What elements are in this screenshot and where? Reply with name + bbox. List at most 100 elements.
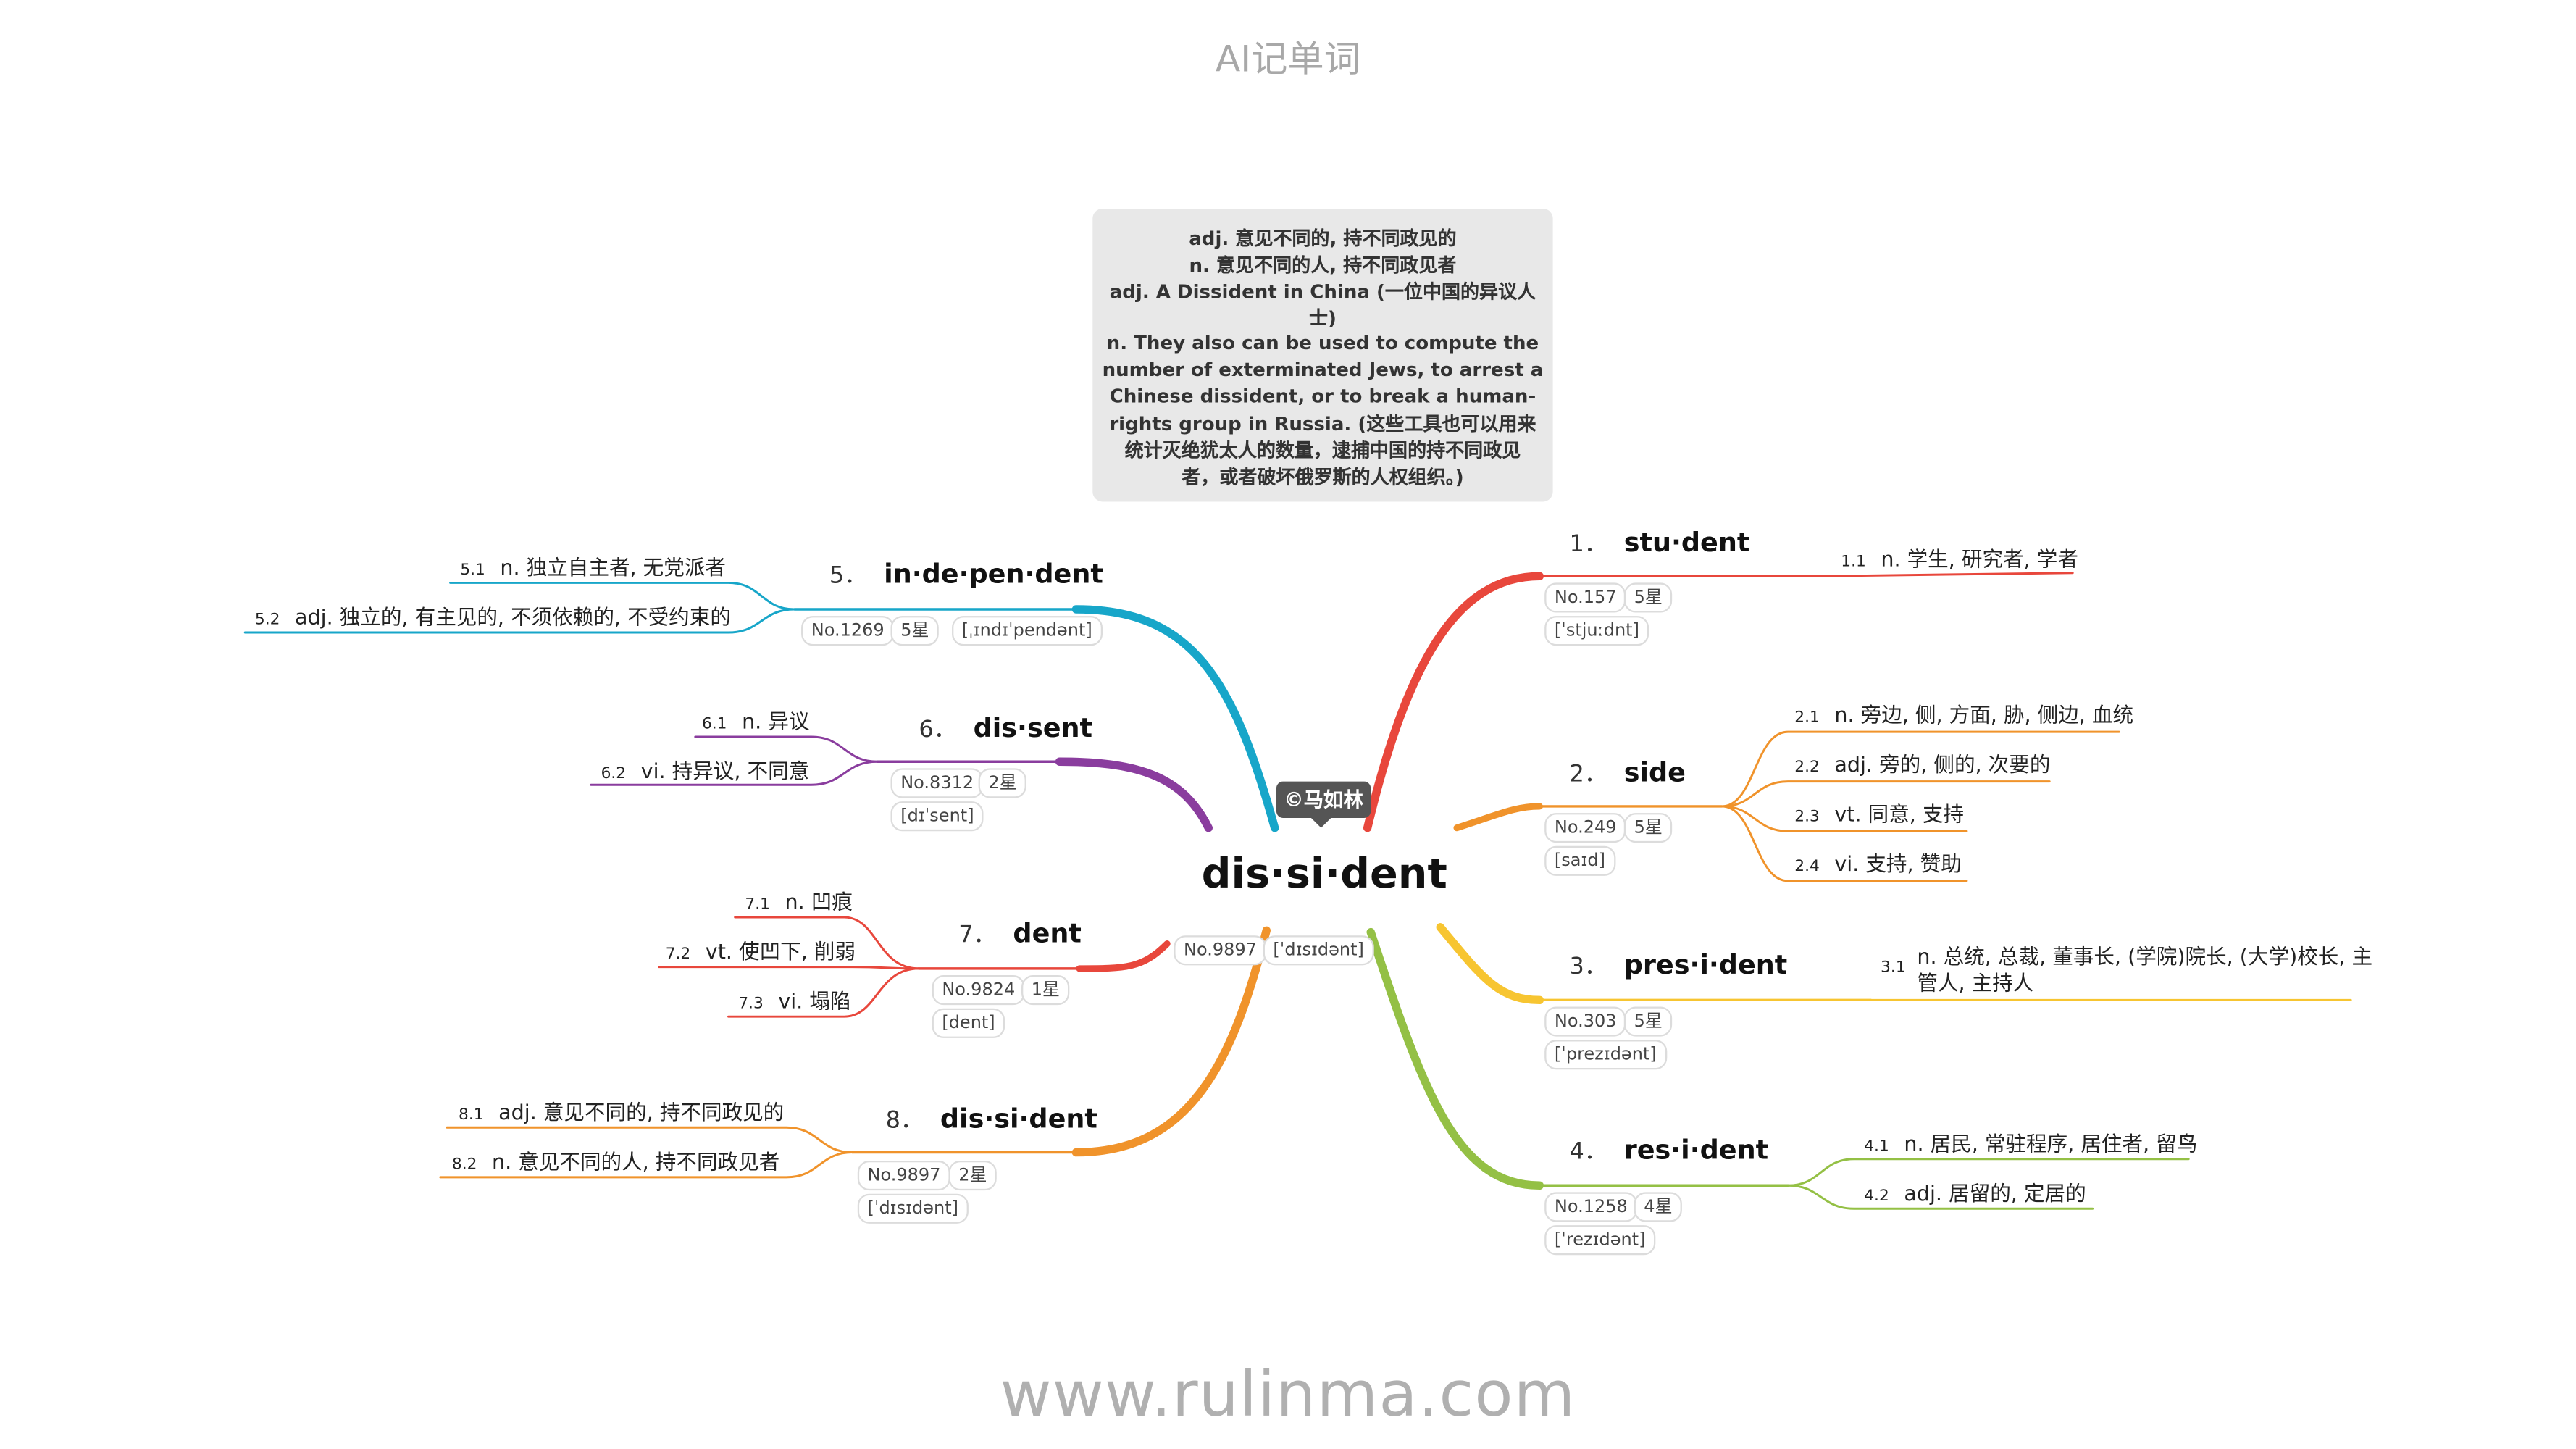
stars-tag: 2星 [978,768,1027,798]
rank-tag: No.9824 [932,975,1025,1006]
definition-line [727,967,920,1018]
phonetic-tag: [ˈstjuːdnt] [1544,616,1649,646]
node-number: 6． [919,717,957,744]
node-word: stu·dent [1623,526,1750,559]
node-word: dis·si·dent [940,1103,1097,1135]
rank-tag: No.249 [1544,813,1627,843]
definition-line [590,760,879,786]
node-number: 4． [1569,1139,1607,1166]
definition-line [449,581,796,611]
definition-text: 管人, 主持人 [1917,970,2034,995]
definition-line [1720,780,2051,808]
definition-text: n. 总统, 总裁, 董事长, (学院)院长, (大学)校长, 主 [1917,943,2373,969]
note-line: adj. A Dissident in China (一位中国的异议人 [1109,280,1536,304]
definition-line [1786,1184,2094,1210]
note-line: 者，或者破坏俄罗斯的人权组织。) [1182,465,1464,489]
phonetic-tag: [ˈprezɪdənt] [1544,1040,1667,1070]
stars-tag: 2星 [948,1160,998,1191]
center-word[interactable]: dis·si·dent [1201,849,1447,898]
node-dent[interactable]: 7．dent [958,917,1082,951]
definition-line [243,608,796,634]
phonetic-tag: [ˈrezɪdənt] [1544,1225,1656,1256]
footer-url: www.rulinma.com [1000,1357,1576,1431]
stars-tag: 1星 [1021,975,1070,1006]
rank-tag: No.9897 [857,1160,951,1191]
definition-line [1720,730,2120,808]
node-dissident[interactable]: 8． dis·si·dent [886,1103,1097,1136]
rank-tag: No.1269 [801,616,895,646]
rank-tag: No.303 [1544,1006,1627,1037]
branch-line-2 [1453,803,1543,832]
watermark-pointer [1310,817,1331,828]
branch-line-1 [1363,572,1544,832]
app-title: AI记单词 [1215,39,1360,81]
node-word: side [1623,756,1686,788]
watermark-badge: ©马如林 [1276,781,1371,818]
note-line: adj. 意见不同的, 持不同政见的 [1189,227,1457,251]
branch-line-3 [1436,923,1544,1005]
note-line: number of exterminated Jews, to arrest a [1102,357,1544,381]
node-dissent[interactable]: 6． dis·sent [919,712,1092,746]
rank-tag: No.1258 [1544,1192,1638,1222]
definition-line [1786,1158,2190,1187]
note-line: n. 意见不同的人, 持不同政见者 [1189,253,1457,277]
node-number: 8． [885,1107,924,1135]
note-line: Chinese dissident, or to break a human- [1109,384,1536,408]
node-number: 7． [958,922,997,949]
node-number: 1． [1569,531,1607,559]
definition-line [658,966,920,970]
definition-line [694,735,879,763]
node-word: pres·i·dent [1623,948,1788,980]
phonetic-tag: [dent] [932,1008,1005,1038]
phonetic-tag: [ˌɪndɪˈpendənt] [952,616,1103,646]
node-student[interactable]: 1． stu·dent [1569,527,1749,560]
stars-tag: 5星 [1623,1006,1673,1037]
definition-note: adj. 意见不同的, 持不同政见的 n. 意见不同的人, 持不同政见者 adj… [1092,208,1553,502]
node-independent[interactable]: 5．in·de·pen·dent [829,558,1103,591]
note-line: 士) [1308,306,1337,330]
stars-tag: 5星 [1623,582,1673,613]
rank-tag: No.8312 [890,768,984,798]
node-president[interactable]: 3． pres·i·dent [1569,948,1787,982]
node-number: 5． [829,563,868,590]
branch-line-7 [1076,940,1171,972]
node-number: 2． [1569,761,1607,788]
note-line: rights group in Russia. (这些工具也可以用来 [1109,412,1536,436]
phonetic-tag: [dɪˈsent] [890,801,984,832]
branch-line-8 [1071,926,1271,1157]
definition-item: 3.1 [1881,959,1906,977]
branch-line-6 [1055,757,1213,832]
node-side[interactable]: 2． side [1569,756,1686,790]
stars-tag: 4星 [1634,1192,1683,1222]
branch-line-5 [1071,605,1279,832]
definition-line [1820,572,2074,577]
definition-line [439,1151,854,1179]
center-phonetic-tag: [ˈdɪsɪdənt] [1263,935,1374,966]
stars-tag: 5星 [1623,813,1673,843]
definition-line [446,1126,854,1154]
node-resident[interactable]: 4．res·i·dent [1569,1134,1768,1167]
branch-line-4 [1366,927,1544,1190]
stars-tag: 5星 [890,616,940,646]
phonetic-tag: [ˈdɪsɪdənt] [857,1193,969,1224]
node-number: 3． [1569,953,1607,980]
rank-tag: No.157 [1544,582,1627,613]
node-word: dis·sent [973,711,1093,744]
definition-line [1720,805,1968,832]
phonetic-tag: [saɪd] [1544,845,1615,876]
